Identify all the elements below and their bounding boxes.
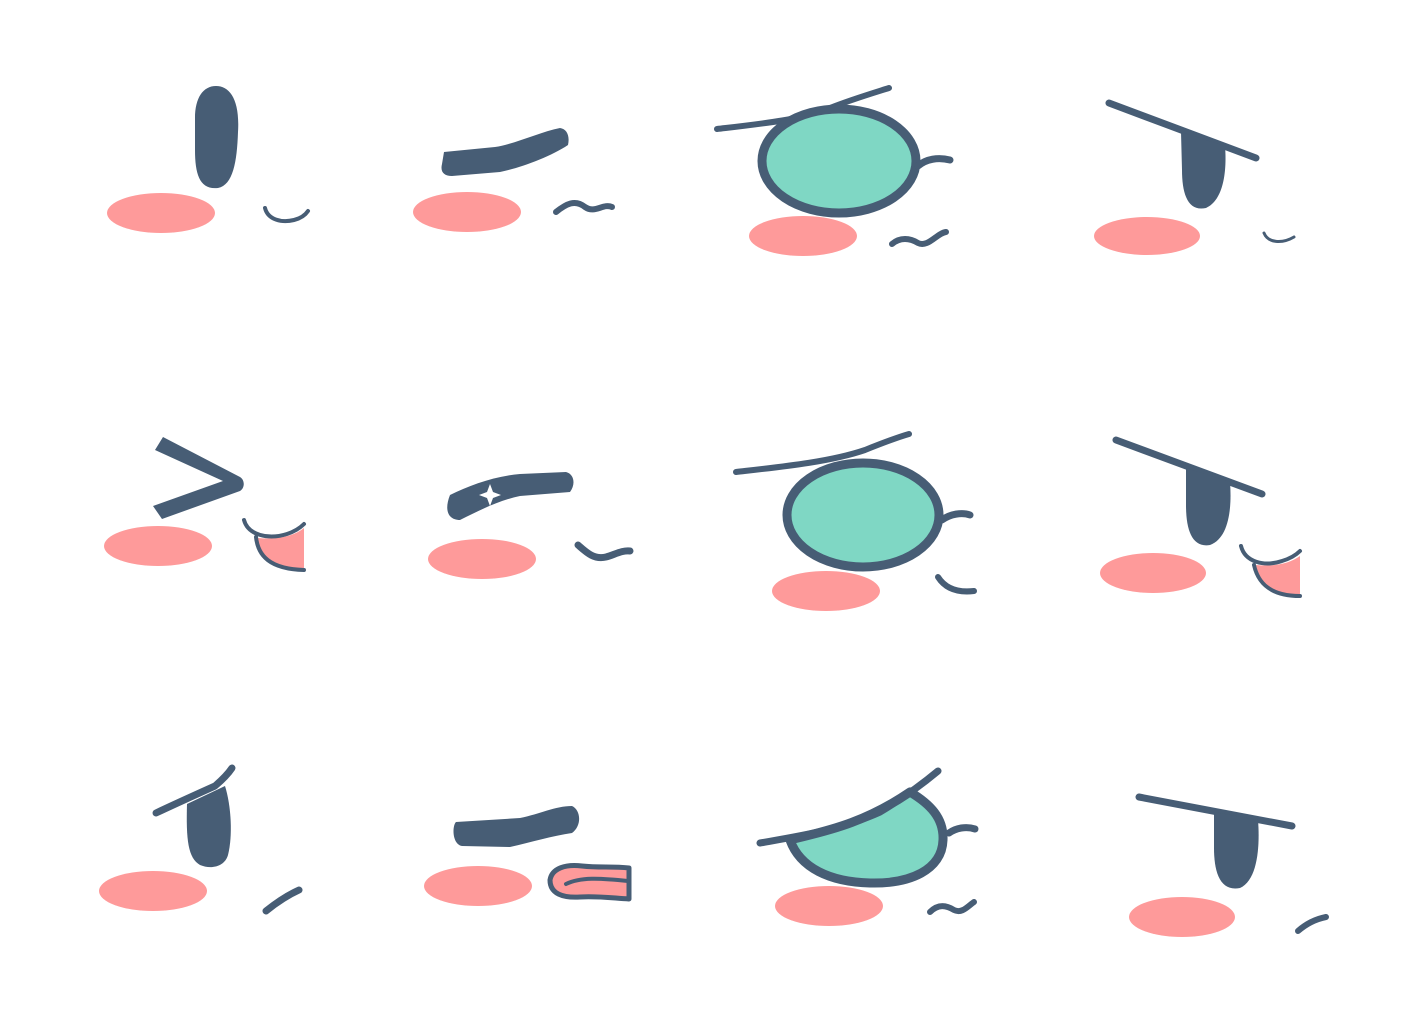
expression-r3c4	[1129, 793, 1329, 937]
blush-cheek	[428, 539, 536, 579]
eye-closed-thick-line	[441, 128, 569, 176]
mouth-tongue-outline	[242, 518, 306, 572]
expression-r3c3	[756, 767, 979, 926]
eye-wink-chevron	[153, 437, 244, 519]
expression-r1c2	[413, 128, 615, 232]
mouth-wavy	[553, 199, 615, 215]
blush-cheek	[1100, 553, 1206, 593]
eye-tall-oval-lidded	[186, 786, 231, 868]
blush-cheek	[104, 526, 212, 566]
blush-cheek	[749, 216, 857, 256]
eye-corner-tick	[938, 510, 974, 524]
iris-half-lid	[785, 787, 948, 888]
eyebrow-angry	[1112, 436, 1266, 498]
eye-corner-tick	[945, 824, 979, 837]
iris-round	[757, 104, 921, 218]
expression-r3c1	[99, 764, 303, 915]
mouth-tiny-smile	[1262, 231, 1296, 243]
mouth-inner-line	[564, 876, 630, 886]
mouth-wavy	[927, 899, 977, 915]
iris-round	[782, 458, 944, 572]
expression-r1c3	[714, 85, 954, 256]
blush-cheek	[107, 193, 215, 233]
tongue	[1256, 556, 1300, 596]
mouth-small-smile	[263, 206, 310, 224]
eye-closed-thick-line	[447, 472, 574, 520]
eye-pupil-drop	[1181, 132, 1226, 209]
expression-r2c4	[1100, 436, 1302, 598]
mouth-dash	[1295, 914, 1329, 934]
eyebrow-line	[733, 431, 912, 475]
blush-cheek	[775, 886, 883, 926]
mouth-wavy	[574, 541, 634, 562]
eye-corner-tick	[914, 155, 954, 170]
eyebrow-angry	[1105, 99, 1260, 162]
expression-r1c1	[107, 86, 310, 233]
blush-cheek	[1094, 217, 1200, 255]
expression-r2c3	[733, 431, 977, 611]
eye-tall-oval	[195, 86, 239, 189]
eyebrow-flat	[1135, 793, 1296, 830]
expression-r3c2	[424, 806, 632, 906]
expression-r1c4	[1094, 99, 1296, 255]
blush-cheek	[1129, 897, 1235, 937]
mouth-open-pink	[547, 863, 632, 902]
blush-cheek	[413, 192, 521, 232]
eye-pupil-drop	[1186, 468, 1231, 546]
mouth-tongue-outline	[1239, 544, 1302, 598]
mouth-smirk	[935, 574, 977, 595]
sparkle-icon	[479, 484, 501, 506]
expression-r2c2	[428, 472, 634, 579]
eye-pupil-drop	[1214, 812, 1259, 889]
blush-cheek	[424, 866, 532, 906]
expression-r2c1	[104, 437, 306, 572]
eyebrow-line	[756, 767, 942, 847]
blush-cheek	[99, 871, 207, 911]
mouth-dash	[262, 886, 303, 915]
eye-closed-thick-line	[453, 806, 580, 847]
mouth-wavy	[889, 229, 949, 247]
eyebrow-stroke	[152, 764, 236, 817]
blush-cheek	[772, 571, 880, 611]
